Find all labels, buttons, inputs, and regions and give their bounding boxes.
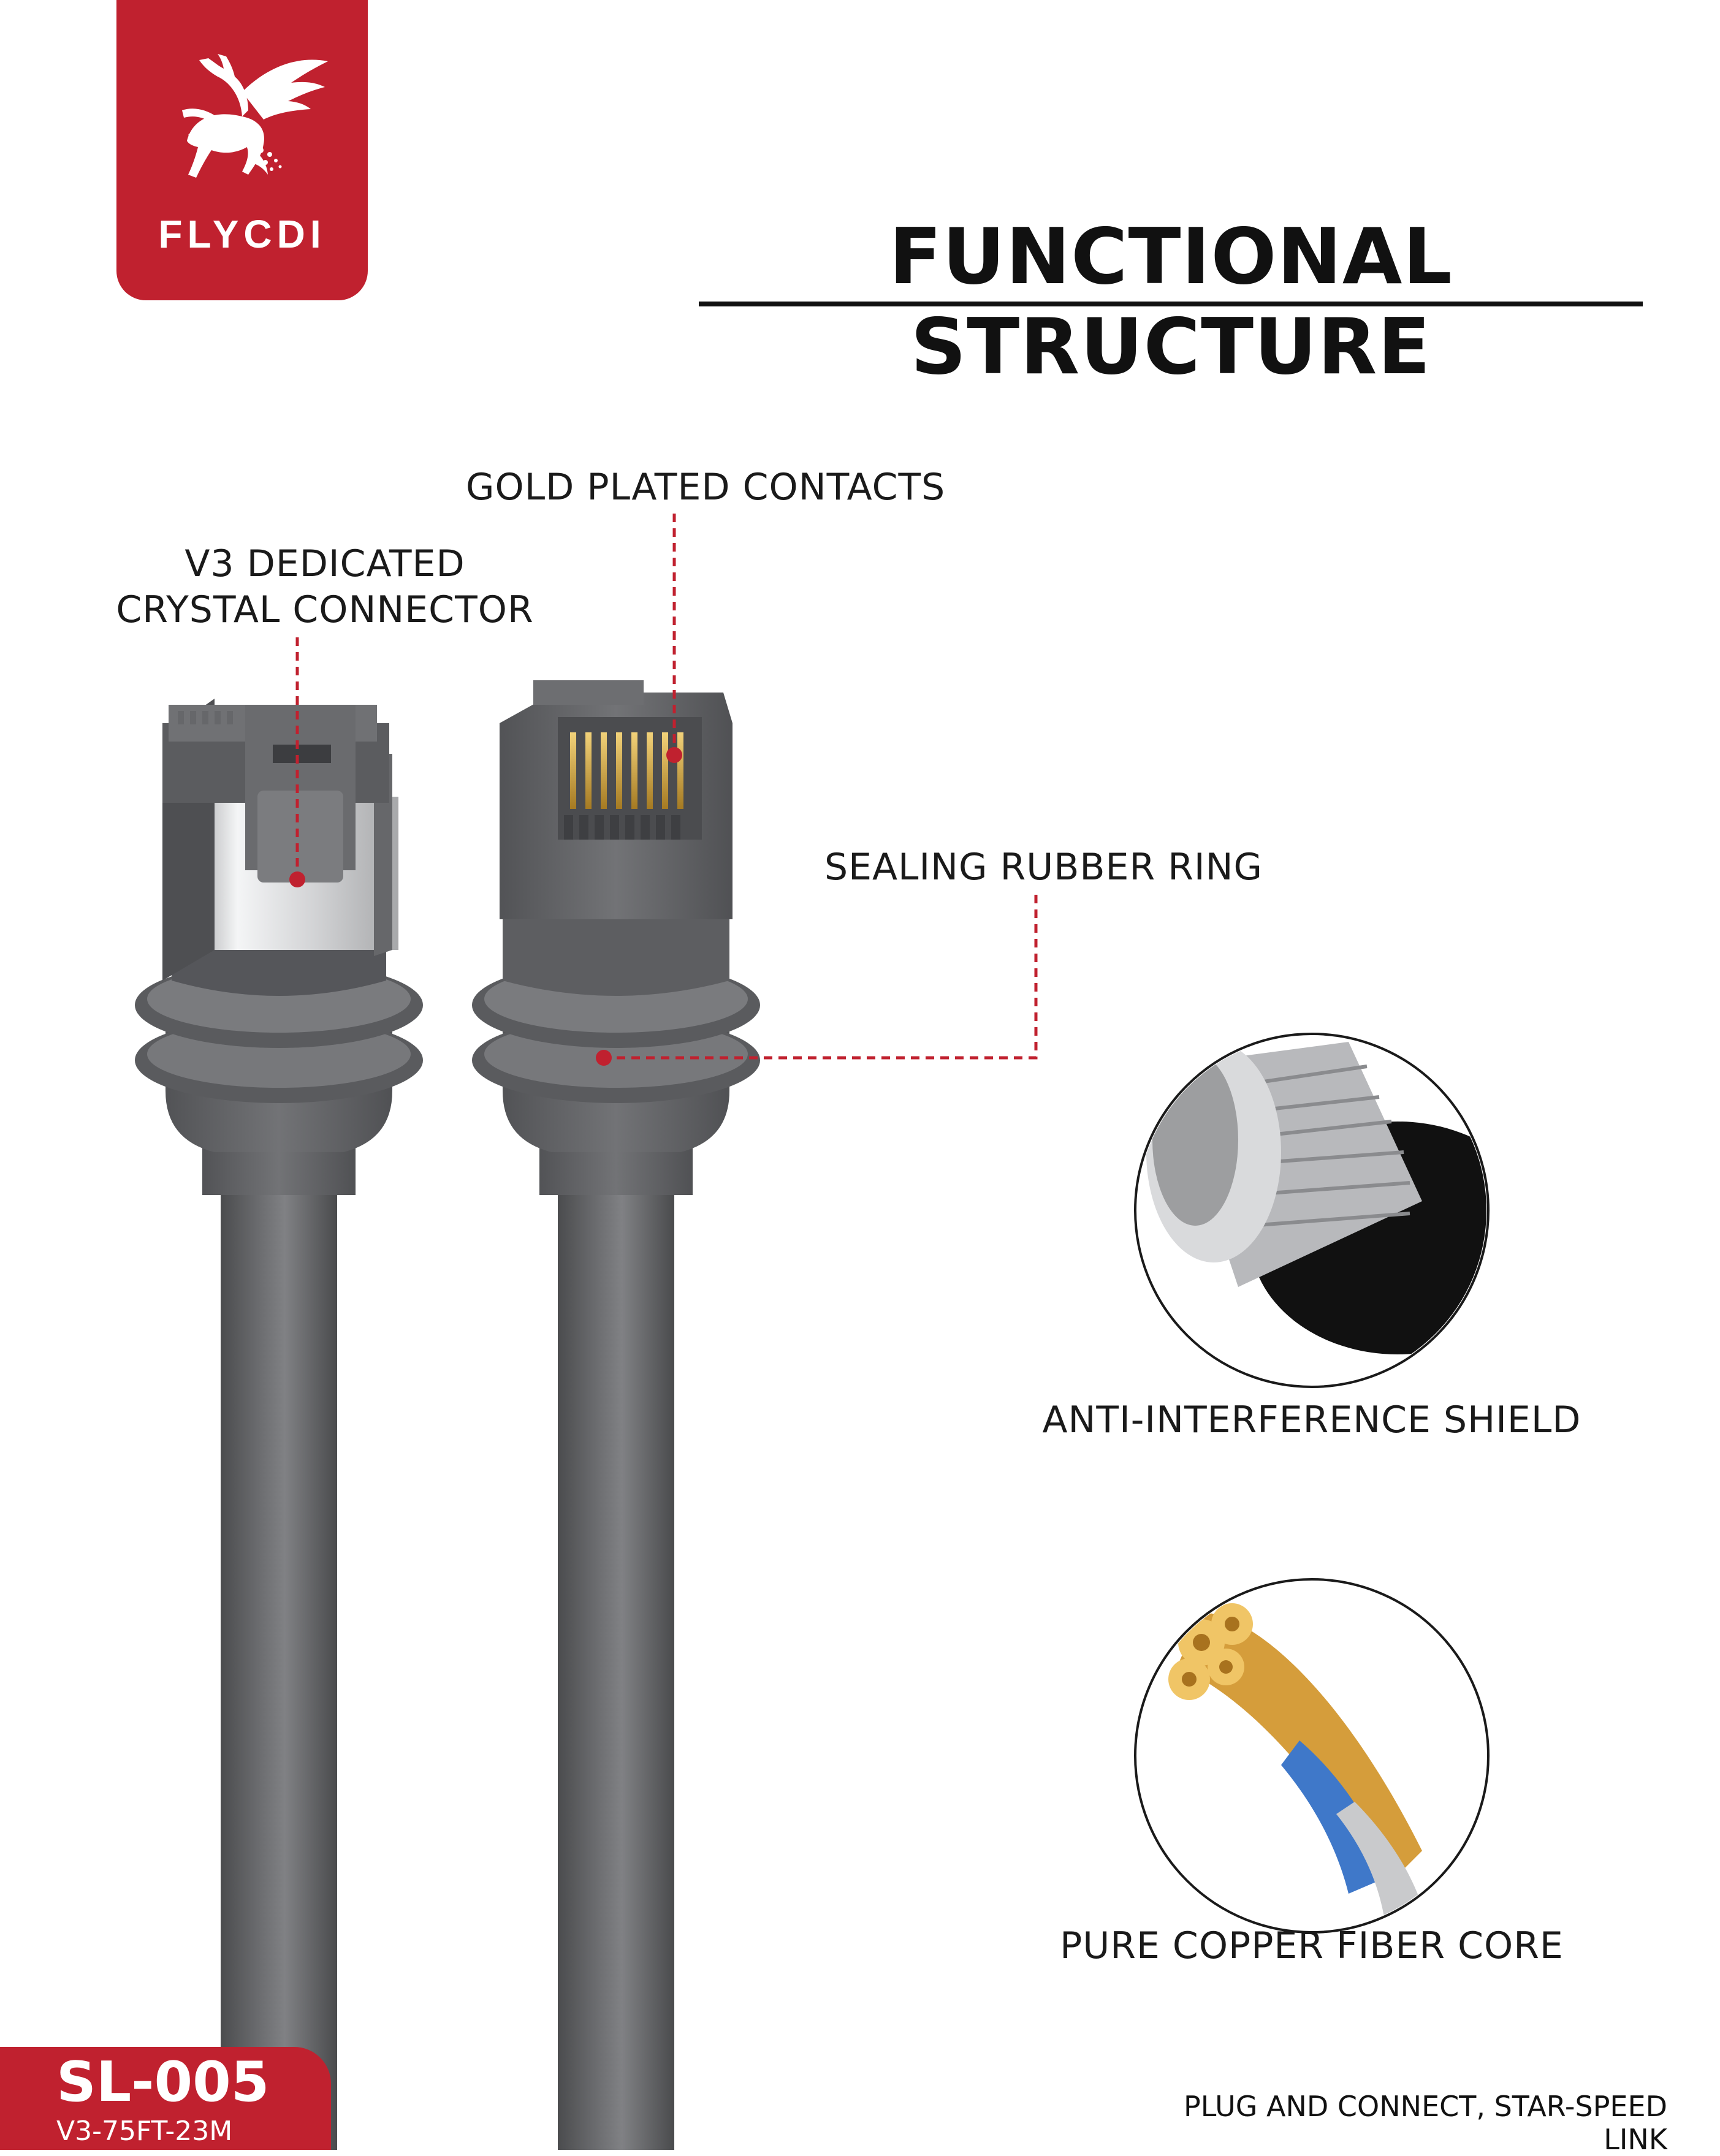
- tagline: PLUG AND CONNECT, STAR-SPEED LINK: [1184, 2090, 1667, 2156]
- label-crystal-line2: CRYSTAL CONNECTOR: [116, 588, 534, 631]
- copper-detail-circle: [1134, 1578, 1490, 1934]
- label-crystal-line1: V3 DEDICATED: [185, 542, 465, 585]
- label-rubber-ring: SEALING RUBBER RING: [824, 846, 1263, 889]
- right-connector: [472, 680, 760, 2150]
- shield-detail-circle: [1134, 1033, 1490, 1388]
- page-title: FUNCTIONAL STRUCTURE: [889, 211, 1453, 392]
- brand-logo-badge: FLYCDI: [116, 0, 368, 300]
- label-shield: ANTI-INTERFERENCE SHIELD: [1042, 1399, 1581, 1441]
- brand-name: FLYCDI: [158, 212, 326, 256]
- model-number: SL-005: [56, 2050, 270, 2114]
- label-copper: PURE COPPER FIBER CORE: [1060, 1924, 1564, 1967]
- model-variant: V3-75FT-23M: [56, 2116, 233, 2147]
- label-gold-contacts: GOLD PLATED CONTACTS: [466, 466, 946, 509]
- callout-lines: [295, 514, 1038, 1060]
- callout-dots: [289, 747, 682, 1066]
- model-badge: [0, 2047, 331, 2150]
- left-connector: [135, 699, 423, 2150]
- title-underline: [699, 302, 1643, 306]
- pegasus-logo-icon: [182, 54, 328, 178]
